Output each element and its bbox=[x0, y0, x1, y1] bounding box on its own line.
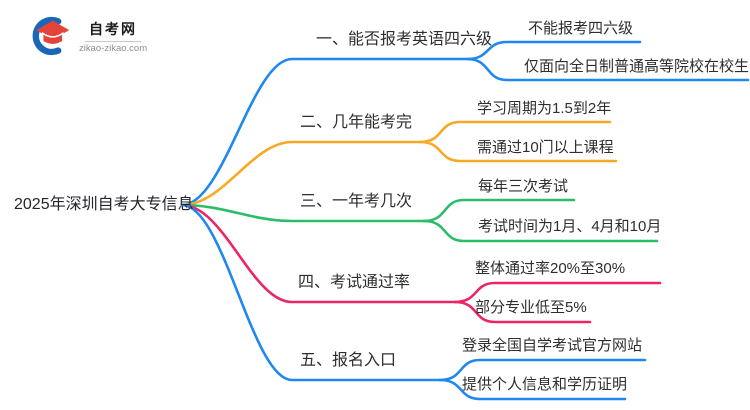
branch-2-child-1-label: 学习周期为1.5到2年 bbox=[477, 100, 612, 117]
branch-3-child-2-label: 考试时间为1月、4月和10月 bbox=[478, 218, 662, 235]
branch-4-child-2-label: 部分专业低至5% bbox=[475, 299, 587, 316]
branch-2-child-2-line bbox=[418, 140, 618, 163]
branch-1-label: 一、能否报考英语四六级 bbox=[316, 31, 493, 48]
logo-title: 自考网 bbox=[89, 20, 138, 37]
logo-domain: zikao-zikao.com bbox=[79, 42, 148, 54]
branch-3-child-1-line bbox=[422, 198, 576, 223]
root-node: 2025年深圳自考大专信息 bbox=[14, 196, 194, 213]
branch-4-child-1-label: 整体通过率20%至30% bbox=[475, 260, 626, 277]
branch-1-child-1-label: 不能报考四六级 bbox=[528, 20, 634, 37]
branch-5-label: 五、报名入口 bbox=[300, 352, 397, 369]
branch-3-child-1-label: 每年三次考试 bbox=[478, 178, 569, 195]
branch-5-child-2-line bbox=[438, 378, 627, 401]
site-logo: 自考网 zikao-zikao.com bbox=[28, 15, 147, 57]
branch-4-label: 四、考试通过率 bbox=[298, 274, 411, 291]
branch-5-child-1-label: 登录全国自学考试官方网站 bbox=[462, 337, 643, 354]
branch-1-main-line bbox=[180, 57, 469, 207]
branch-4-main-line bbox=[180, 203, 457, 304]
logo-text-block: 自考网 zikao-zikao.com bbox=[79, 19, 147, 54]
branch-2-child-2-label: 需通过10门以上课程 bbox=[477, 139, 614, 156]
branch-5-main-line bbox=[180, 203, 442, 382]
branch-5-child-1-line bbox=[438, 358, 647, 382]
branch-2-label: 二、几年能考完 bbox=[300, 114, 413, 131]
branch-3-label: 三、一年考几次 bbox=[300, 193, 413, 210]
graduation-cap-logo-icon bbox=[32, 16, 70, 56]
branch-2-child-1-line bbox=[418, 120, 612, 144]
branch-2-main-line bbox=[180, 140, 422, 207]
branch-5-child-2-label: 提供个人信息和学历证明 bbox=[462, 376, 628, 393]
branch-1-child-1-line bbox=[465, 40, 642, 61]
branch-1-child-2-line bbox=[465, 57, 750, 82]
branch-4-child-2-line bbox=[453, 300, 592, 324]
logo-divider bbox=[85, 40, 142, 42]
branch-1-child-2-label: 仅面向全日制普通高等院校在校生 bbox=[524, 58, 750, 75]
branch-3-main-line bbox=[180, 203, 426, 223]
branch-4-child-1-line bbox=[453, 281, 662, 304]
branch-3-child-2-line bbox=[422, 219, 659, 243]
